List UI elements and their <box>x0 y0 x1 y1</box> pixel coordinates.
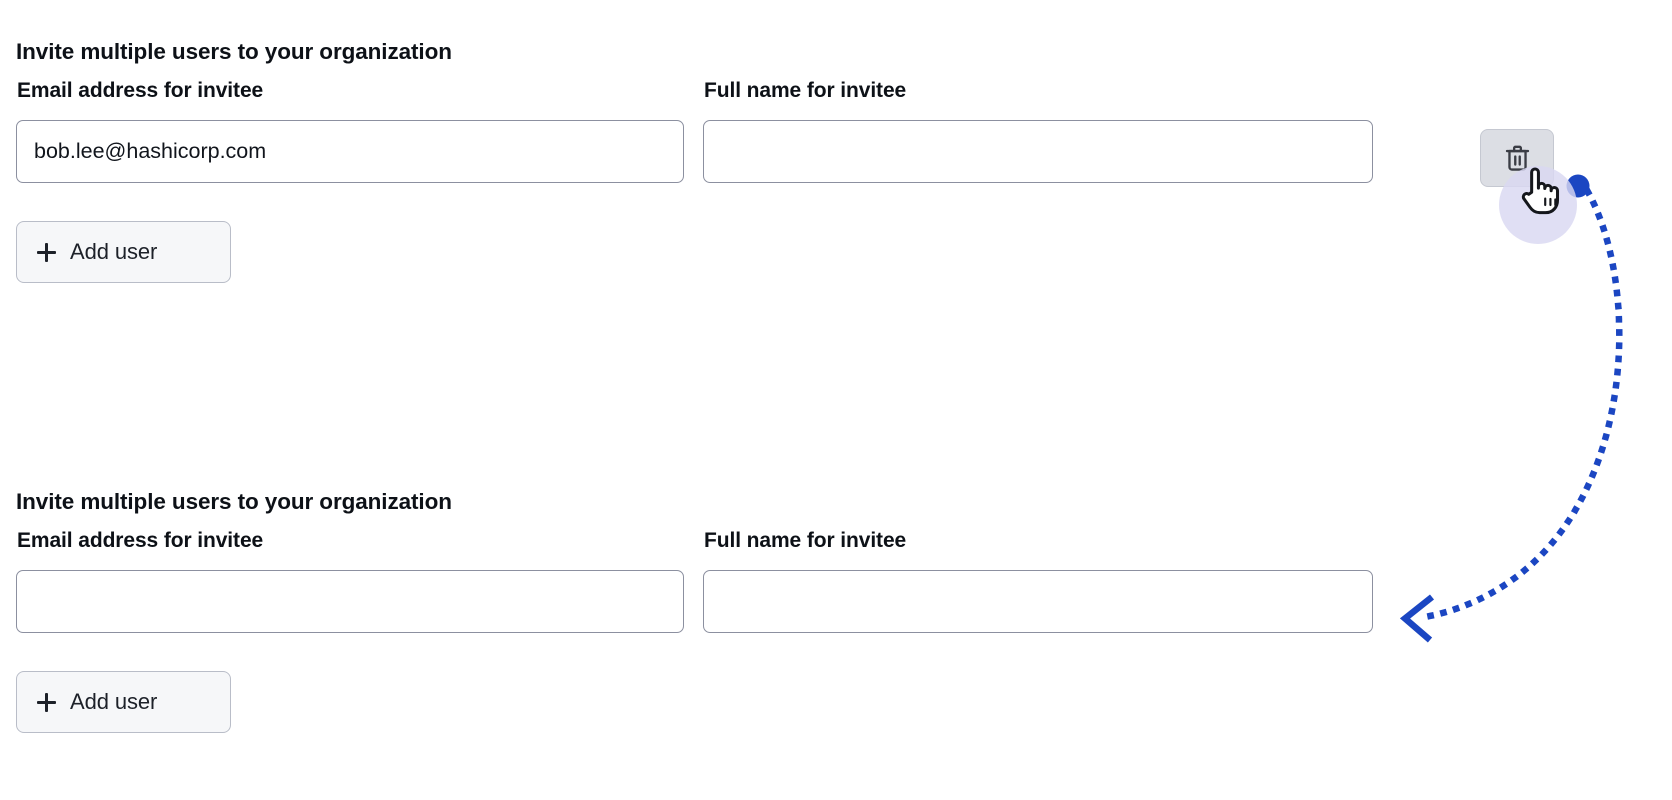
page-title-2: Invite multiple users to your organizati… <box>16 488 452 514</box>
invitee-fields-row: Email address for invitee Full name for … <box>0 78 1672 188</box>
delete-invitee-button[interactable] <box>1480 129 1554 187</box>
add-user-button[interactable]: Add user <box>16 221 231 283</box>
email-field-label: Email address for invitee <box>17 79 264 102</box>
fullname-field-label-2: Full name for invitee <box>704 529 907 552</box>
add-user-button-label: Add user <box>70 239 158 264</box>
invitee-fields-row-2: Email address for invitee Full name for … <box>0 528 1672 638</box>
trash-icon <box>1504 144 1531 173</box>
fullname-input[interactable] <box>703 120 1373 184</box>
plus-icon <box>37 242 56 262</box>
fullname-field-group: Full name for invitee <box>703 78 1373 184</box>
add-user-button-label-2: Add user <box>70 689 158 714</box>
email-input[interactable] <box>16 120 684 184</box>
page-title: Invite multiple users to your organizati… <box>16 38 452 64</box>
fullname-input-2[interactable] <box>703 570 1373 634</box>
email-field-label-2: Email address for invitee <box>17 529 264 552</box>
fullname-field-group-2: Full name for invitee <box>703 528 1373 634</box>
plus-icon <box>37 692 56 712</box>
email-field-group: Email address for invitee <box>16 78 684 184</box>
fullname-field-label: Full name for invitee <box>704 79 907 102</box>
email-field-group-2: Email address for invitee <box>16 528 684 634</box>
email-input-2[interactable] <box>16 570 684 634</box>
add-user-button-2[interactable]: Add user <box>16 671 231 733</box>
